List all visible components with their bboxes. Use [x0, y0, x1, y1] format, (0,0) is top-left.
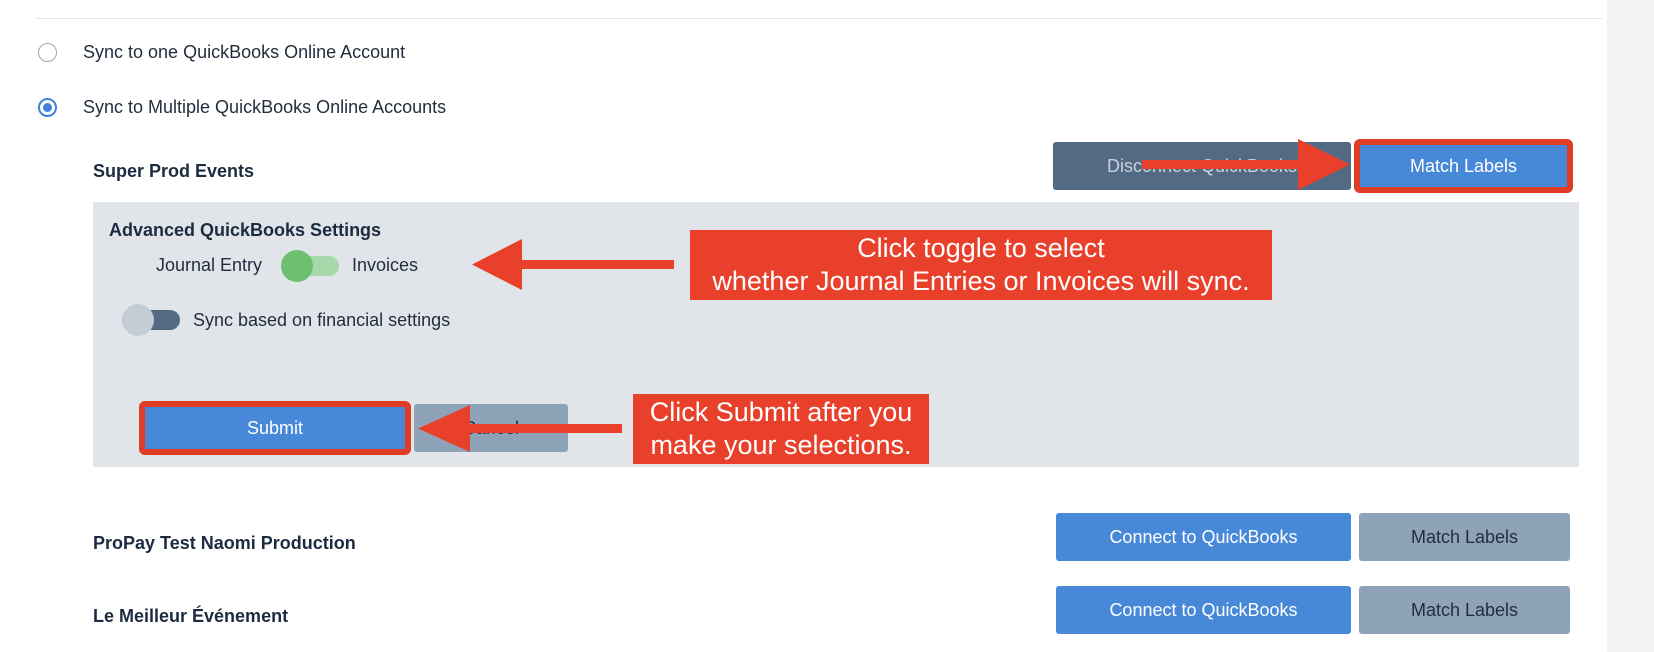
advanced-settings-title: Advanced QuickBooks Settings: [109, 220, 382, 240]
account-name-le-meilleur: Le Meilleur Événement: [93, 606, 289, 626]
sync-multiple-label: Sync to Multiple QuickBooks Online Accou…: [83, 97, 447, 117]
sync-multiple-option[interactable]: Sync to Multiple QuickBooks Online Accou…: [38, 97, 446, 118]
toggle-callout-line-1: Click toggle to select: [857, 233, 1105, 263]
submit-callout: Click Submit after you make your selecti…: [633, 394, 929, 464]
account-name-propay: ProPay Test Naomi Production: [93, 533, 356, 553]
cancel-button[interactable]: Cancel: [414, 404, 568, 452]
invoices-label: Invoices: [352, 255, 419, 275]
match-labels-button-le-meilleur[interactable]: Match Labels: [1359, 586, 1570, 634]
toggle-callout: Click toggle to select whether Journal E…: [690, 230, 1272, 300]
sync-one-radio[interactable]: [38, 43, 57, 62]
match-labels-button-propay[interactable]: Match Labels: [1359, 513, 1570, 561]
top-divider: [36, 18, 1603, 19]
journal-invoice-toggle-knob[interactable]: [281, 250, 313, 282]
submit-callout-line-1: Click Submit after you: [649, 397, 913, 427]
submit-button[interactable]: Submit: [139, 401, 411, 455]
match-labels-button-super-prod[interactable]: Match Labels: [1354, 139, 1573, 193]
sync-one-option[interactable]: Sync to one QuickBooks Online Account: [38, 42, 405, 63]
disconnect-quickbooks-button[interactable]: Disconnect QuickBooks: [1053, 142, 1351, 190]
submit-callout-line-2: make your selections.: [650, 430, 912, 460]
connect-quickbooks-button-le-meilleur[interactable]: Connect to QuickBooks: [1056, 586, 1351, 634]
sync-multiple-radio[interactable]: [38, 98, 57, 117]
financial-settings-label: Sync based on financial settings: [193, 310, 451, 330]
sync-one-label: Sync to one QuickBooks Online Account: [83, 42, 406, 62]
journal-entry-label: Journal Entry: [156, 255, 263, 275]
toggle-callout-line-2: whether Journal Entries or Invoices will…: [712, 266, 1250, 296]
connect-quickbooks-button-propay[interactable]: Connect to QuickBooks: [1056, 513, 1351, 561]
financial-settings-toggle-knob[interactable]: [122, 304, 154, 336]
settings-panel: Sync to one QuickBooks Online Account Sy…: [0, 0, 1607, 652]
account-name-super-prod: Super Prod Events: [93, 161, 255, 181]
page-margin: [1607, 0, 1654, 652]
